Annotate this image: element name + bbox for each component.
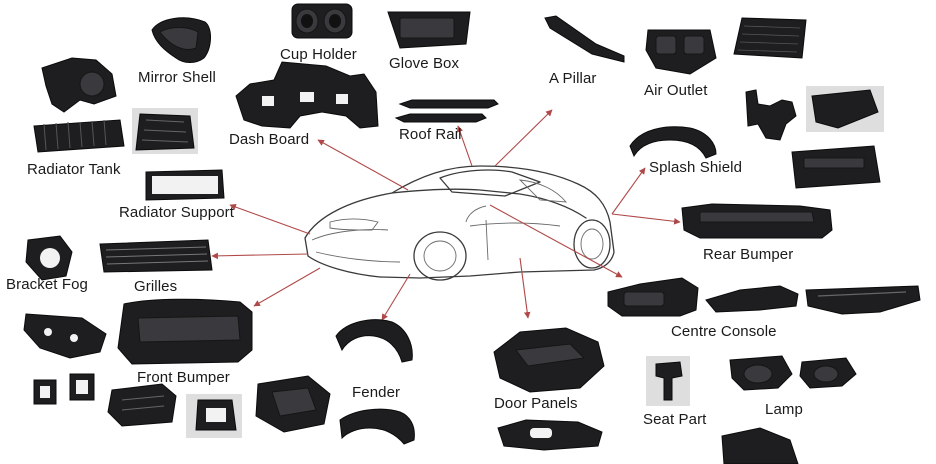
label-grilles: Grilles [134, 278, 178, 295]
label-bracket-fog: Bracket Fog [6, 276, 88, 293]
console-bracket-image [805, 285, 921, 315]
label-glove-box: Glove Box [389, 55, 460, 72]
dash-board-image [235, 61, 379, 129]
mirror-shell-image [151, 17, 211, 63]
callout-arrows [211, 109, 681, 321]
duct-part-image [721, 427, 799, 464]
car-outline [304, 165, 615, 281]
label-rear-bumper: Rear Bumper [703, 246, 794, 263]
label-radiator-tank: Radiator Tank [27, 161, 121, 178]
vent-grille-image [733, 17, 807, 59]
label-splash-shield: Splash Shield [649, 159, 743, 176]
label-dash-board: Dash Board [229, 131, 310, 148]
trim-panel-image [806, 86, 884, 132]
radiator-bracket-image [132, 108, 198, 154]
roof-rail-image [394, 99, 499, 123]
buckle-part-image [186, 394, 242, 438]
label-a-pillar: A Pillar [549, 70, 597, 87]
label-door-panels: Door Panels [494, 395, 578, 412]
shift-housing-image [255, 375, 331, 433]
rear-bumper-image [681, 203, 833, 239]
vent-housing-image [107, 383, 177, 427]
clip-parts-image [33, 373, 95, 405]
tray-part-image [791, 145, 881, 189]
label-seat-part: Seat Part [643, 411, 707, 428]
cup-holder-image [291, 3, 353, 39]
glove-box-image [387, 11, 471, 49]
a-pillar-image [544, 15, 625, 63]
bracket-parts-image [745, 89, 797, 141]
label-mirror-shell: Mirror Shell [138, 69, 216, 86]
fender-image [335, 319, 415, 445]
label-fender: Fender [352, 384, 401, 401]
label-cup-holder: Cup Holder [280, 46, 357, 63]
mounting-bracket-image [23, 313, 107, 359]
radiator-tank-core-image [33, 119, 125, 153]
lamp-image [729, 355, 857, 391]
label-roof-rail: Roof Rail [399, 126, 462, 143]
air-outlet-image [645, 29, 717, 75]
centre-console-image [607, 277, 699, 317]
radiator-tank-image [41, 57, 117, 113]
label-lamp: Lamp [765, 401, 803, 418]
console-rail-image [705, 285, 799, 313]
label-radiator-support: Radiator Support [119, 204, 235, 221]
label-centre-console: Centre Console [671, 323, 777, 340]
front-bumper-image [117, 298, 253, 365]
radiator-support-image [145, 169, 225, 201]
splash-shield-image [629, 126, 717, 159]
label-air-outlet: Air Outlet [644, 82, 708, 99]
bracket-fog-image [25, 235, 73, 281]
seat-part-image [646, 356, 690, 406]
label-front-bumper: Front Bumper [137, 369, 230, 386]
grilles-image [99, 239, 213, 273]
door-panels-image [493, 327, 605, 451]
